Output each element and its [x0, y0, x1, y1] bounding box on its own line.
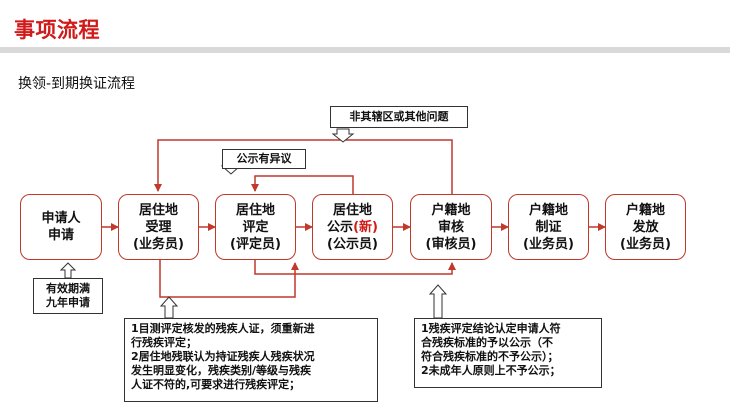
node-evaluate-line3: (评定员) — [230, 236, 281, 252]
header-divider — [0, 47, 730, 53]
note-expiry-line2: 九年申请 — [46, 296, 90, 309]
node-publicity-line1: 居住地 — [332, 202, 372, 218]
note-publicity-rule-line: 2未成年人原则上不予公示； — [421, 364, 561, 377]
node-publicity-line2: 公示(新) — [327, 219, 378, 236]
node-issue-line1: 户籍地 — [625, 202, 665, 218]
node-issue: 户籍地 发放 (业务员) — [605, 194, 686, 260]
note-publicity-rule-line: 合残疾标准的予以公示（不 — [421, 336, 553, 349]
node-review-line2: 审核 — [437, 219, 464, 235]
note-expiry-line1: 有效期满 — [46, 282, 90, 295]
node-produce-line3: (业务员) — [523, 236, 574, 252]
skip-evaluate-to-review — [254, 260, 456, 275]
node-applicant: 申请人 申请 — [20, 194, 102, 260]
node-produce: 户籍地 制证 (业务员) — [508, 194, 589, 260]
node-accept-line3: (业务员) — [133, 236, 184, 252]
node-evaluate-line2: 评定 — [242, 219, 269, 235]
node-accept-line2: 受理 — [145, 219, 172, 235]
node-produce-line1: 户籍地 — [528, 202, 568, 218]
node-accept-line1: 居住地 — [138, 202, 178, 218]
node-publicity-line2-text: 公示 — [327, 219, 354, 235]
node-publicity: 居住地 公示(新) (公示员) — [312, 194, 393, 260]
return-publicity-to-evaluate — [251, 175, 354, 194]
note-re-evaluate: 1目测评定核发的残疾人证，须重新进 行残疾评定； 2居住地残联认为持证残疾人残疾… — [124, 318, 378, 402]
note-re-evaluate-line: 行残疾评定； — [131, 336, 197, 349]
node-review: 户籍地 审核 (审核员) — [410, 194, 492, 260]
node-issue-line2: 发放 — [632, 219, 659, 235]
expiry-up-arrow — [59, 262, 77, 279]
note-re-evaluate-line: 1目测评定核发的残疾人证，须重新进 — [131, 322, 315, 335]
note-objection: 公示有异议 — [222, 149, 306, 169]
node-issue-line3: (业务员) — [620, 236, 671, 252]
note-re-evaluate-line: 人证不符的,可要求进行残疾评定； — [131, 378, 301, 391]
node-evaluate: 居住地 评定 (评定员) — [215, 194, 296, 260]
note-publicity-rule-line: 符合残疾标准的不予公示）； — [421, 350, 559, 363]
re-evaluate-up-arrow — [159, 296, 179, 319]
note-expiry: 有效期满 九年申请 — [33, 278, 103, 314]
note-jurisdiction-text: 非其辖区或其他问题 — [349, 110, 449, 123]
note-publicity-rule-line: 1残疾评定结论认定申请人符 — [421, 322, 561, 335]
jurisdiction-down-arrow — [331, 128, 355, 143]
node-publicity-new-tag: (新) — [353, 219, 378, 235]
node-applicant-line1: 申请人 — [41, 211, 81, 226]
note-publicity-rule: 1残疾评定结论认定申请人符 合残疾标准的予以公示（不 符合残疾标准的不予公示）；… — [414, 318, 602, 388]
note-jurisdiction: 非其辖区或其他问题 — [330, 106, 468, 128]
node-produce-line2: 制证 — [535, 219, 562, 235]
node-review-line1: 户籍地 — [431, 202, 471, 218]
note-re-evaluate-line: 2居住地残联认为持证残疾人残疾状况 — [131, 350, 315, 363]
loop-accept-to-evaluate — [159, 260, 299, 298]
publicity-rule-up-arrow — [428, 284, 448, 319]
node-applicant-line2: 申请 — [47, 228, 74, 243]
page-title: 事项流程 — [14, 18, 100, 42]
note-re-evaluate-line: 发生明显变化，残疾类别/等级与残疾 — [131, 364, 312, 377]
return-review-to-accept — [154, 139, 453, 194]
node-publicity-line3: (公示员) — [327, 236, 378, 252]
node-accept: 居住地 受理 (业务员) — [118, 194, 199, 260]
node-evaluate-line1: 居住地 — [235, 202, 275, 218]
node-review-line3: (审核员) — [425, 236, 477, 252]
flow-subtitle: 换领-到期换证流程 — [18, 76, 136, 92]
note-objection-text: 公示有异议 — [236, 152, 292, 165]
